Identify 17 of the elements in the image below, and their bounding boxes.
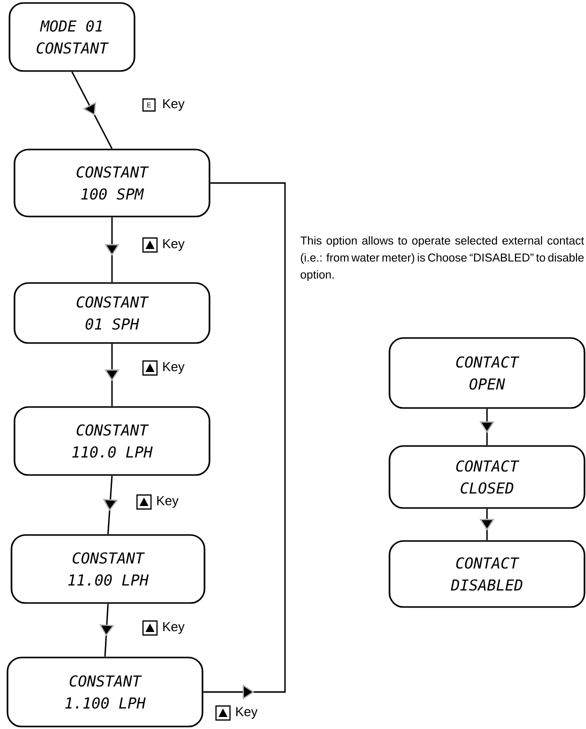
display-box: CONTACT CLOSED [388,445,586,509]
display-box: CONSTANT 100 SPM [14,148,210,218]
display-box: CONSTANT 1.100 LPH [6,656,204,728]
display-box: CONTACT OPEN [388,337,586,409]
display-box: CONSTANT 11.00 LPH [10,534,206,604]
display-box: CONSTANT 01 SPH [14,282,210,344]
arrow [71,71,113,150]
edge-label: Key [163,99,185,111]
edge-label: Key [163,622,185,634]
display-box: MODE 01 CONSTANT [8,2,136,72]
edge-label: Key [163,362,185,374]
edge-label: Key [157,496,179,508]
display-box: CONSTANT 110.0 LPH [14,406,210,476]
display-box: CONTACT DISABLED [388,540,586,608]
edge-label: Key [163,239,185,251]
edge-label: Key [236,707,258,719]
note-text: This option allows to operate selected external contact (i.e.: from water meter) is Choose “DISABLED” to disable option. [300,236,584,281]
